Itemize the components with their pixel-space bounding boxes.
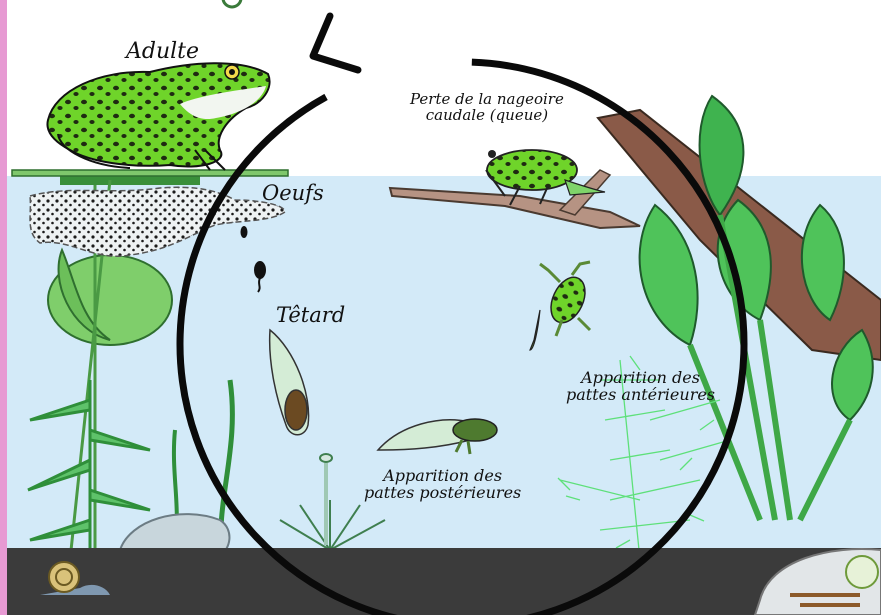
pond-bottom-mud <box>7 548 881 615</box>
label-hind-legs: Apparition des pattes postérieures <box>364 468 521 502</box>
lily-pad-top <box>12 170 288 176</box>
label-front-legs: Apparition des pattes antérieures <box>566 370 715 404</box>
left-edge-strip <box>0 0 7 615</box>
label-eggs: Oeufs <box>262 182 324 204</box>
label-adult: Adulte <box>126 40 199 63</box>
hatchling <box>241 226 248 238</box>
label-tail-loss: Perte de la nageoire caudale (queue) <box>410 92 564 124</box>
label-tadpole: Têtard <box>276 304 345 326</box>
